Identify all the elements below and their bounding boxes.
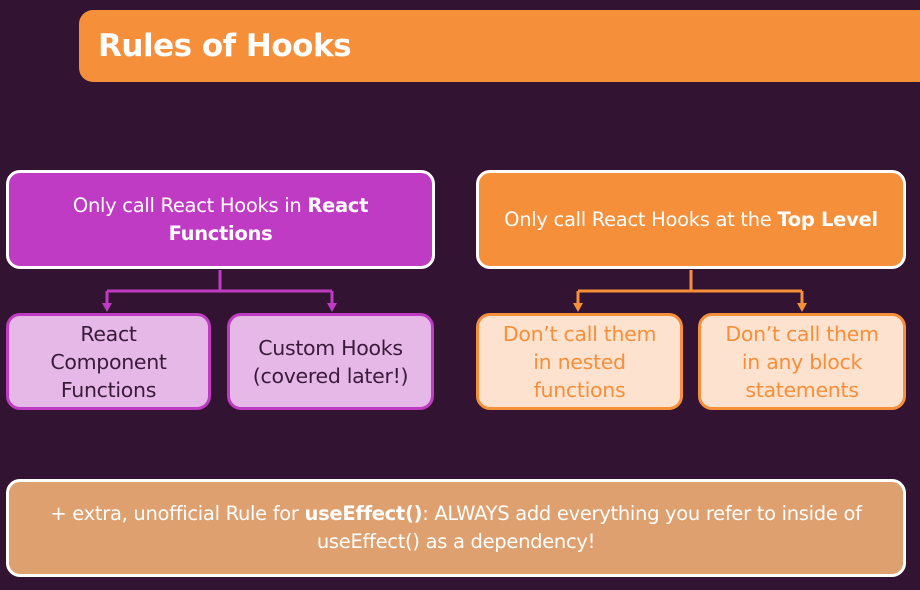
custom-hooks-label: Custom Hooks (covered later!) [252,335,409,388]
extra-rule-box: + extra, unofficial Rule for useEffect()… [6,479,906,577]
arrow-head-icon [327,303,337,312]
extra-rule-prefix: + extra, unofficial Rule for [50,502,305,525]
rule-top-level-prefix: Only call React Hooks at the [504,207,778,231]
top-level-connector [573,270,807,312]
rule-top-level: Only call React Hooks at the Top Level [476,170,906,269]
rule-top-level-bold: Top Level [777,207,878,231]
extra-rule-suffix: : ALWAYS add everything you refer to ins… [316,502,862,553]
nested-functions-box: Don’t call them in nested functions [476,313,683,410]
arrow-head-icon [102,303,112,312]
page-title: Rules of Hooks [98,28,352,64]
extra-rule-text: + extra, unofficial Rule for useEffect()… [46,500,866,556]
block-statements-box: Don’t call them in any block statements [698,313,906,410]
rule-react-functions-text: Only call React Hooks in React Functions [41,192,401,248]
block-statements-label: Don’t call them in any block statements [725,321,879,402]
rule-react-functions-bold: React Functions [168,193,369,245]
react-component-functions-box: React Component Functions [6,313,211,410]
rule-react-functions: Only call React Hooks in React Functions [6,170,435,269]
title-bar: Rules of Hooks [79,10,920,82]
arrow-head-icon [797,303,807,312]
rule-top-level-text: Only call React Hooks at the Top Level [501,206,881,234]
react-functions-connector [102,270,337,312]
arrow-head-icon [573,303,583,312]
nested-functions-label: Don’t call them in nested functions [502,321,657,402]
react-component-functions-label: React Component Functions [50,321,167,402]
extra-rule-bold: useEffect() [304,502,423,525]
rule-react-functions-prefix: Only call React Hooks in [72,193,308,217]
custom-hooks-box: Custom Hooks (covered later!) [227,313,434,410]
